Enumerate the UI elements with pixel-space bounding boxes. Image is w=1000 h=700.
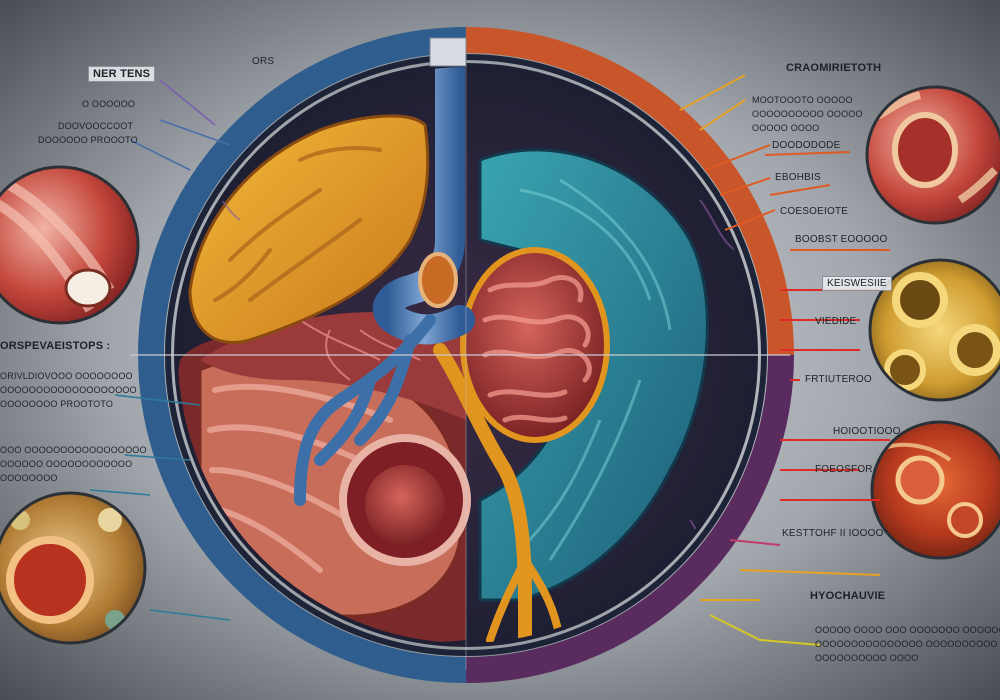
label-left-group2-c: OOOOOOOO PROOTOTO [0, 399, 114, 409]
label-right-keiswesiie: KEISWESIIE [822, 276, 892, 291]
organ-core-inner [365, 465, 445, 545]
magnified-left-2 [0, 493, 145, 643]
label-left-group1-a: O OOOOOO [82, 99, 136, 109]
label-right-boobst: BOOBST EOOOOO [795, 234, 888, 245]
label-right-group1-a: MOOTOOOTO OOOOO [752, 95, 853, 105]
magnified-left-1 [0, 167, 138, 323]
blue-vessel-branch [294, 314, 436, 506]
label-right-hochauvie: HYOCHAUVIE [810, 590, 886, 602]
kidney-texture [518, 178, 672, 561]
ring-orange-right-top [465, 27, 794, 356]
liver-lobes [213, 146, 382, 302]
label-right-foeosfor: FOEOSFOR [815, 464, 873, 475]
gallbladder [418, 252, 458, 308]
label-right-kesttohf: KESTTOHF II IOOOO [782, 528, 884, 539]
magnified-right-3 [872, 422, 1000, 558]
label-nerves: NER TENS [88, 66, 156, 83]
label-right-bottom-c: OOOOOOOOOO OOOO [815, 653, 919, 663]
label-right-frtiuter: FRTIUTEROO [805, 374, 872, 385]
pink-organ-ridges [207, 383, 393, 573]
ring-purple-right-bottom [465, 354, 794, 683]
label-right-coesoeiot: COESOEIOTE [780, 206, 849, 217]
label-left-group2-b: OOOOOOOOOOOOOOOOOOO [0, 385, 137, 395]
label-right-ebohbis: EBOHBIS [775, 172, 821, 183]
liver [188, 114, 430, 345]
label-right-bottom-a: OOOOO OOOO OOO OOOOOOO OOOOOOO [815, 625, 1000, 635]
label-right-doodode: DOODODODE [772, 140, 841, 151]
label-top-small: ORS [252, 56, 275, 67]
label-right-hoiootio: HOIOOTIOOO [833, 426, 901, 437]
leader-lines-left [89, 79, 231, 621]
label-left-group2-a: ORIVLDIOVOOO OOOOOOOO [0, 371, 133, 381]
top-tube [429, 37, 467, 67]
label-right-bottom-b: OOOOOOOOOOOOOOO OOOOOOOOOO OOOO [815, 639, 1000, 649]
label-right-group1-b: OOOOOOOOOO OOOOO [752, 109, 863, 119]
label-right-viedide: VIEDIDE [815, 316, 857, 327]
label-left-group3-c: OOOOOOOO [0, 473, 58, 483]
label-left-group1-b: DOOVOOCCOOT [58, 121, 134, 131]
red-mass-folds [482, 275, 592, 423]
red-tissue-veins [299, 319, 421, 381]
label-right-title: CRAOMIRIETOTH [786, 62, 882, 74]
label-left-group1-c: DOOOOOO PROOOTO [38, 135, 138, 145]
label-left-section: ORSPEVAEISTOPS : [0, 340, 111, 352]
magnified-right-1 [867, 87, 1000, 223]
label-left-group3-b: OOOOOO OOOOOOOOOOOO [0, 459, 133, 469]
label-left-group3-a: OOO OOOOOOOOOOOOOOOOO [0, 445, 147, 455]
middle-red-tissue [200, 312, 466, 420]
label-right-group1-c: OOOOO OOOO [752, 123, 820, 133]
